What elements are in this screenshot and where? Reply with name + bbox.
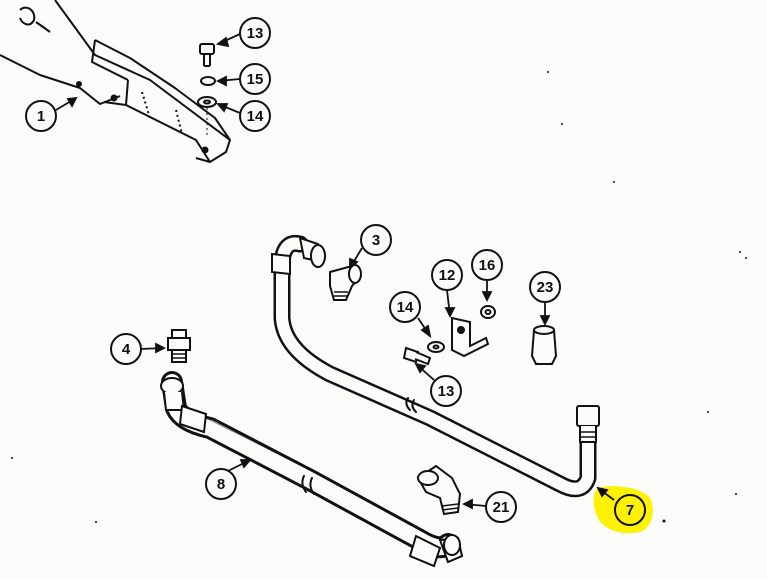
adapter-fitting-part-4 <box>167 329 191 363</box>
callout-3: 3 <box>360 224 392 256</box>
callout-8-label: 8 <box>217 476 225 493</box>
callout-1: 1 <box>25 100 57 132</box>
lock-washer-part-15 <box>200 76 216 86</box>
callout-13-mid-label: 13 <box>438 383 455 400</box>
callout-21-label: 21 <box>493 499 510 516</box>
bolt-part-13-top <box>199 43 215 67</box>
callout-16-label: 16 <box>479 257 496 274</box>
clip-part-23 <box>530 325 558 365</box>
clamp-bracket-part-12 <box>451 316 490 358</box>
callout-7-label: 7 <box>626 502 634 519</box>
hydraulic-tube-part-7 <box>273 234 597 498</box>
callout-4: 4 <box>110 333 142 365</box>
callout-15-label: 15 <box>247 71 264 88</box>
frame-bracket-part-1 <box>0 0 231 163</box>
callout-14-top: 14 <box>239 100 271 132</box>
callout-21: 21 <box>485 491 517 523</box>
callout-13-top-label: 13 <box>247 25 264 42</box>
callout-14-top-label: 14 <box>247 108 264 125</box>
callout-3-label: 3 <box>372 232 380 249</box>
washer-part-14-top <box>197 96 217 108</box>
tube-end-fitting-right <box>576 405 600 443</box>
tube-end-fitting-top <box>271 236 326 276</box>
scan-specks <box>11 71 747 523</box>
elbow-fitting-part-3 <box>329 264 362 301</box>
callout-14-mid-label: 14 <box>397 299 414 316</box>
callout-16: 16 <box>471 249 503 281</box>
callout-23: 23 <box>529 271 561 303</box>
callout-13-mid: 13 <box>430 375 462 407</box>
callout-15: 15 <box>239 63 271 95</box>
washer-part-14-mid <box>427 341 445 353</box>
hose-part-8 <box>161 371 459 559</box>
elbow-fitting-part-21 <box>416 464 462 516</box>
callout-12: 12 <box>431 259 463 291</box>
callout-1-label: 1 <box>37 108 45 125</box>
callout-13-top: 13 <box>239 17 271 49</box>
hose-end-fitting-left <box>160 377 208 434</box>
callout-7: 7 <box>614 494 646 526</box>
bolt-part-13-mid <box>402 346 432 366</box>
hose-end-fitting-right <box>408 534 464 568</box>
callout-4-label: 4 <box>122 341 131 358</box>
callout-8: 8 <box>205 468 237 500</box>
nut-part-16 <box>480 305 496 319</box>
callout-12-label: 12 <box>439 267 456 284</box>
leader-lines <box>55 33 615 510</box>
callout-14-mid: 14 <box>389 291 421 323</box>
callout-23-label: 23 <box>537 279 554 296</box>
